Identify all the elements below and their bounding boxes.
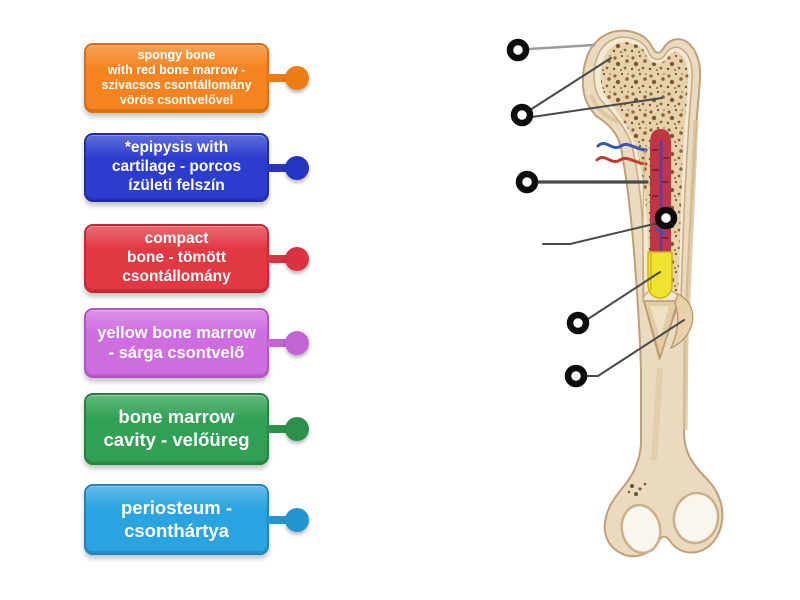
knob-ball <box>285 155 309 180</box>
label-card-periosteum[interactable]: periosteum - csonthártya <box>84 484 309 555</box>
label-text: periosteum - csonthártya <box>120 496 233 541</box>
drop-target-5-marker-ring[interactable] <box>566 311 590 335</box>
label-text: bone marrow cavity - velőüreg <box>103 406 250 450</box>
bone-shading-shaft <box>651 367 663 461</box>
inner-wall-left <box>642 149 646 299</box>
knob-ball <box>285 246 309 271</box>
label-card-bone-marrow-cavity[interactable]: bone marrow cavity - velőüreg <box>84 393 309 465</box>
line-to-spongy-upper <box>529 57 612 111</box>
label-card-compact-bone[interactable]: compact bone - tömött csontállomány <box>84 224 309 293</box>
label-text: spongy bone with red bone marrow - sziva… <box>101 47 252 108</box>
vessel-branch <box>654 227 666 235</box>
drop-target-6-marker-ring[interactable] <box>564 364 588 388</box>
label-drag-knob <box>266 246 309 271</box>
line-to-head-surface <box>527 43 596 51</box>
bone-shading-head <box>589 94 619 124</box>
drop-target-4-marker-ring[interactable] <box>654 206 678 230</box>
drop-targets <box>506 38 678 388</box>
drop-target-1-marker-ring[interactable] <box>506 38 530 62</box>
knob-ball <box>285 331 309 355</box>
label-card-epiphysis-cartilage[interactable]: *epipysis with cartilage - porcos ízület… <box>84 133 309 202</box>
label-drag-knob <box>266 155 309 180</box>
blood-vessel-red <box>595 155 648 166</box>
line-to-periosteum <box>584 319 685 377</box>
drop-target-3-marker-ring[interactable] <box>515 170 539 194</box>
knob-stem <box>266 254 287 263</box>
label-card-spongy-bone[interactable]: spongy bone with red bone marrow - sziva… <box>84 43 309 113</box>
blood-vessel-blue <box>596 141 648 152</box>
label-text: compact bone - tömött csontállomány <box>122 230 231 285</box>
knob-stem <box>266 425 287 433</box>
label-text: yellow bone marrow - sárga csontvelő <box>97 323 256 362</box>
label-drag-knob <box>266 66 309 90</box>
label-drag-knob <box>266 331 309 355</box>
label-drag-knob <box>266 507 309 532</box>
condyle-dots <box>627 482 647 496</box>
label-text: *epipysis with cartilage - porcos ízület… <box>111 139 242 194</box>
yellow-marrow <box>647 251 673 299</box>
condyle-right <box>672 491 720 545</box>
knob-stem <box>266 163 287 172</box>
condyle-left <box>620 503 662 555</box>
line-to-yellow-marrow <box>587 271 661 320</box>
line-to-spongy-lower <box>531 97 663 118</box>
knob-stem <box>266 515 287 524</box>
v-cut-inner <box>650 306 669 338</box>
drop-target-2-marker-ring[interactable] <box>510 103 534 127</box>
label-card-yellow-bone-marrow[interactable]: yellow bone marrow - sárga csontvelő <box>84 308 309 378</box>
knob-ball <box>285 507 309 532</box>
knob-stem <box>266 74 287 82</box>
knob-ball <box>285 417 309 441</box>
line-from-shaft-marker <box>542 222 659 245</box>
knob-ball <box>285 66 309 90</box>
knob-stem <box>266 339 287 347</box>
label-drag-knob <box>266 417 309 441</box>
leader-lines <box>527 43 685 377</box>
